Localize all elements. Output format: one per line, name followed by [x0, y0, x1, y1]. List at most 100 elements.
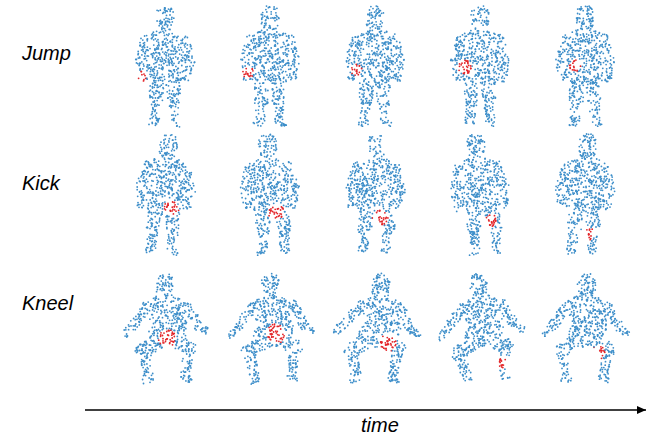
- cloud-point: [348, 53, 350, 55]
- cloud-point: [280, 69, 282, 71]
- cloud-point: [274, 121, 276, 123]
- cloud-point: [175, 115, 177, 117]
- cloud-point: [395, 78, 397, 80]
- cloud-point: [282, 106, 284, 108]
- cloud-point: [268, 37, 270, 39]
- cloud-point: [255, 47, 257, 49]
- cloud-point: [265, 90, 267, 92]
- cloud-point: [166, 64, 168, 66]
- cloud-point: [262, 66, 264, 68]
- cloud-point: [146, 78, 148, 80]
- cloud-point: [388, 100, 390, 102]
- cloud-point: [166, 34, 168, 36]
- cloud-point: [172, 77, 174, 79]
- cloud-point: [369, 40, 371, 42]
- cloud-point: [280, 80, 282, 82]
- cloud-point: [159, 59, 161, 61]
- cloud-point: [162, 58, 164, 60]
- cloud-point: [266, 11, 268, 13]
- cloud-point: [137, 63, 139, 65]
- cloud-point: [152, 83, 154, 85]
- cloud-point: [372, 37, 374, 39]
- cloud-point: [470, 65, 472, 67]
- cloud-point: [392, 77, 394, 79]
- cloud-point: [189, 65, 191, 67]
- cloud-point: [281, 116, 283, 118]
- cloud-point: [372, 85, 374, 87]
- cloud-point: [390, 52, 392, 54]
- cloud-point: [268, 40, 270, 42]
- cloud-point: [140, 44, 142, 46]
- cloud-point: [246, 46, 248, 48]
- cloud-point: [392, 60, 394, 62]
- cloud-point: [271, 57, 273, 59]
- cloud-point: [493, 125, 495, 127]
- cloud-point: [167, 18, 169, 20]
- cloud-point: [383, 122, 385, 124]
- cloud-point: [358, 122, 360, 124]
- cloud-point: [182, 57, 184, 59]
- cloud-point: [396, 53, 398, 55]
- cloud-point: [377, 35, 379, 37]
- cloud-point: [142, 49, 144, 51]
- cloud-point: [397, 76, 399, 78]
- cloud-point: [177, 58, 179, 60]
- cloud-point: [383, 111, 385, 113]
- cloud-point: [284, 52, 286, 54]
- cloud-point: [469, 107, 471, 109]
- cloud-point: [258, 98, 260, 100]
- cloud-point: [141, 54, 143, 56]
- cloud-point: [151, 104, 153, 106]
- cloud-point: [154, 84, 156, 86]
- cloud-point: [367, 33, 369, 35]
- cloud-point: [164, 24, 166, 26]
- cloud-point: [288, 65, 290, 67]
- cloud-point: [283, 81, 285, 83]
- cloud-point: [171, 97, 173, 99]
- cloud-point: [177, 107, 179, 109]
- cloud-point: [359, 58, 361, 60]
- cloud-point: [498, 77, 500, 79]
- cloud-point: [274, 8, 276, 10]
- cloud-point: [506, 74, 508, 76]
- cloud-point: [261, 42, 263, 44]
- cloud-point: [153, 94, 155, 96]
- cloud-point: [382, 35, 384, 37]
- cloud-point: [372, 90, 374, 92]
- cloud-point: [256, 118, 258, 120]
- cloud-point: [269, 50, 271, 52]
- cloud-point: [273, 64, 275, 66]
- cloud-point: [263, 110, 265, 112]
- cloud-point: [276, 78, 278, 80]
- cloud-point: [254, 66, 256, 68]
- cloud-point: [266, 17, 268, 19]
- cloud-point: [172, 44, 174, 46]
- cloud-point: [279, 89, 281, 91]
- cloud-point: [174, 102, 176, 104]
- cloud-point: [161, 27, 163, 29]
- cloud-point: [143, 73, 145, 75]
- cloud-point: [368, 32, 370, 34]
- cloud-point: [273, 28, 275, 30]
- cloud-point: [354, 62, 356, 64]
- cloud-point: [257, 94, 259, 96]
- cloud-point: [248, 59, 250, 61]
- cloud-point: [168, 58, 170, 60]
- cloud-point: [387, 38, 389, 40]
- cloud-point: [386, 103, 388, 105]
- cloud-point: [176, 69, 178, 71]
- cloud-point: [264, 70, 266, 72]
- cloud-point: [399, 67, 401, 69]
- cloud-point: [369, 74, 371, 76]
- cloud-point: [277, 90, 279, 92]
- cloud-point: [253, 35, 255, 37]
- cloud-point: [294, 56, 296, 58]
- cloud-point: [363, 59, 365, 61]
- cloud-point: [277, 74, 279, 76]
- cloud-point: [150, 71, 152, 73]
- cloud-point: [275, 12, 277, 14]
- cloud-point: [371, 45, 373, 47]
- cloud-point: [258, 101, 260, 103]
- cloud-point: [377, 28, 379, 30]
